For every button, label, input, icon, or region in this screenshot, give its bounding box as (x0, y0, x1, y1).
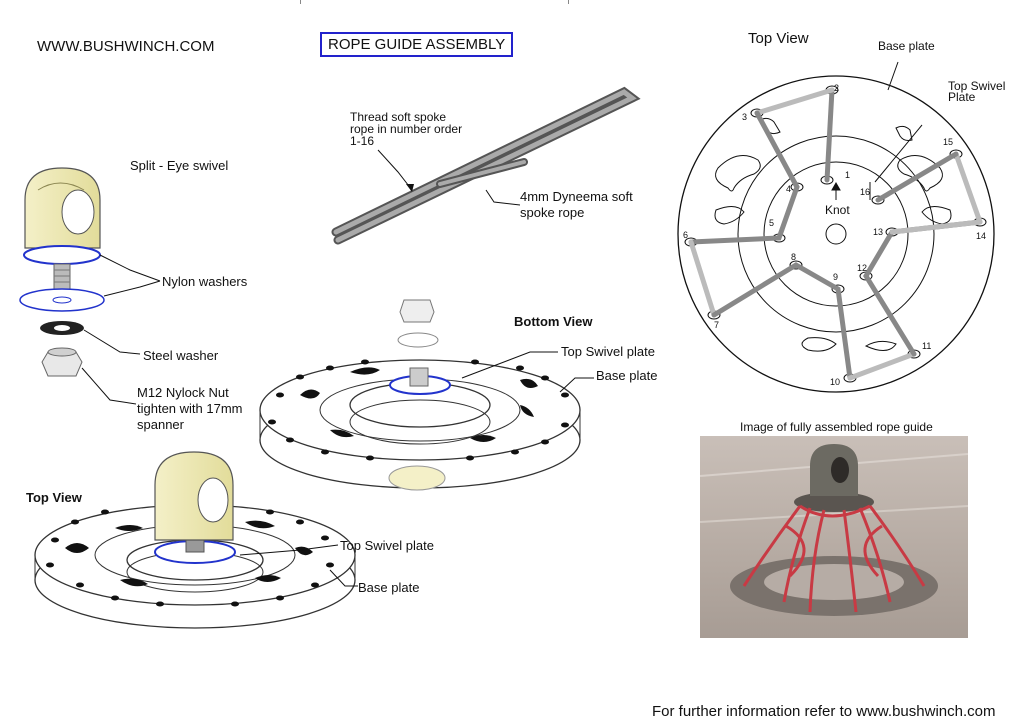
spoke-number: 10 (830, 377, 840, 387)
right-top-swivel-label-line1: Top Swivel (948, 79, 1006, 93)
top-view-right-heading: Top View (748, 30, 809, 47)
spoke-number: 15 (943, 137, 953, 147)
split-eye-swivel-drawing (23, 167, 101, 291)
photo-caption: Image of fully assembled rope guide (740, 420, 933, 434)
nut-label-line2: tighten with 17mm (137, 401, 243, 416)
spoke-number: 3 (742, 112, 747, 122)
thread-label-line1: Thread soft spoke (350, 110, 447, 124)
spoke-number: 16 (860, 187, 870, 197)
knot-label: Knot (825, 203, 850, 217)
right-top-swivel-label-line2: Plate (948, 90, 976, 104)
left-base-plate-label: Base plate (358, 580, 420, 595)
spoke-number: 12 (857, 263, 867, 273)
nylon-washer-drawing (19, 288, 105, 312)
bottom-base-plate-label: Base plate (596, 368, 658, 383)
spoke-numbers: 1 2 3 4 5 6 7 8 9 10 11 12 13 14 15 16 (683, 83, 986, 387)
thread-label-line2: rope in number order (350, 122, 463, 136)
spoke-number: 9 (833, 272, 838, 282)
spoke-number: 5 (769, 218, 774, 228)
dyneema-rope-drawing (331, 86, 641, 245)
nylon-washers-label: Nylon washers (162, 274, 248, 289)
bottom-view-assembly (259, 299, 581, 491)
frame-tick (300, 0, 301, 4)
spoke-number: 11 (922, 341, 931, 351)
steel-washer-drawing (40, 321, 84, 335)
spoke-number: 4 (786, 184, 791, 194)
spoke-rope-path (688, 87, 983, 381)
spoke-number: 1 (845, 170, 850, 180)
frame-tick (568, 0, 569, 4)
spoke-number: 13 (873, 227, 883, 237)
top-view-assembly (34, 451, 356, 629)
nylock-nut-drawing (41, 347, 83, 377)
spoke-number: 2 (834, 83, 839, 93)
spoke-number: 14 (976, 231, 986, 241)
dyneema-label-line2: spoke rope (520, 205, 585, 220)
assembled-rope-guide-photo (700, 436, 968, 638)
left-top-swivel-label: Top Swivel plate (340, 538, 434, 553)
website-header: WWW.BUSHWINCH.COM (37, 38, 215, 55)
nut-label-line3: spanner (137, 417, 184, 432)
spoke-number: 7 (714, 320, 719, 330)
spoke-number: 6 (683, 230, 688, 240)
nut-label-line1: M12 Nylock Nut (137, 385, 229, 400)
right-base-plate-label: Base plate (878, 39, 935, 53)
page-title: ROPE GUIDE ASSEMBLY (320, 32, 514, 57)
bottom-top-swivel-label: Top Swivel plate (561, 344, 655, 359)
split-eye-swivel-label: Split - Eye swivel (130, 158, 229, 173)
bottom-view-heading: Bottom View (514, 314, 593, 329)
footer-info: For further information refer to www.bus… (652, 703, 996, 720)
spoke-number: 8 (791, 252, 796, 262)
thread-label-line3: 1-16 (350, 134, 375, 148)
right-top-view-schematic (677, 75, 995, 393)
dyneema-label-line1: 4mm Dyneema soft (520, 189, 633, 204)
top-view-left-heading: Top View (26, 490, 82, 505)
steel-washer-label: Steel washer (143, 348, 219, 363)
